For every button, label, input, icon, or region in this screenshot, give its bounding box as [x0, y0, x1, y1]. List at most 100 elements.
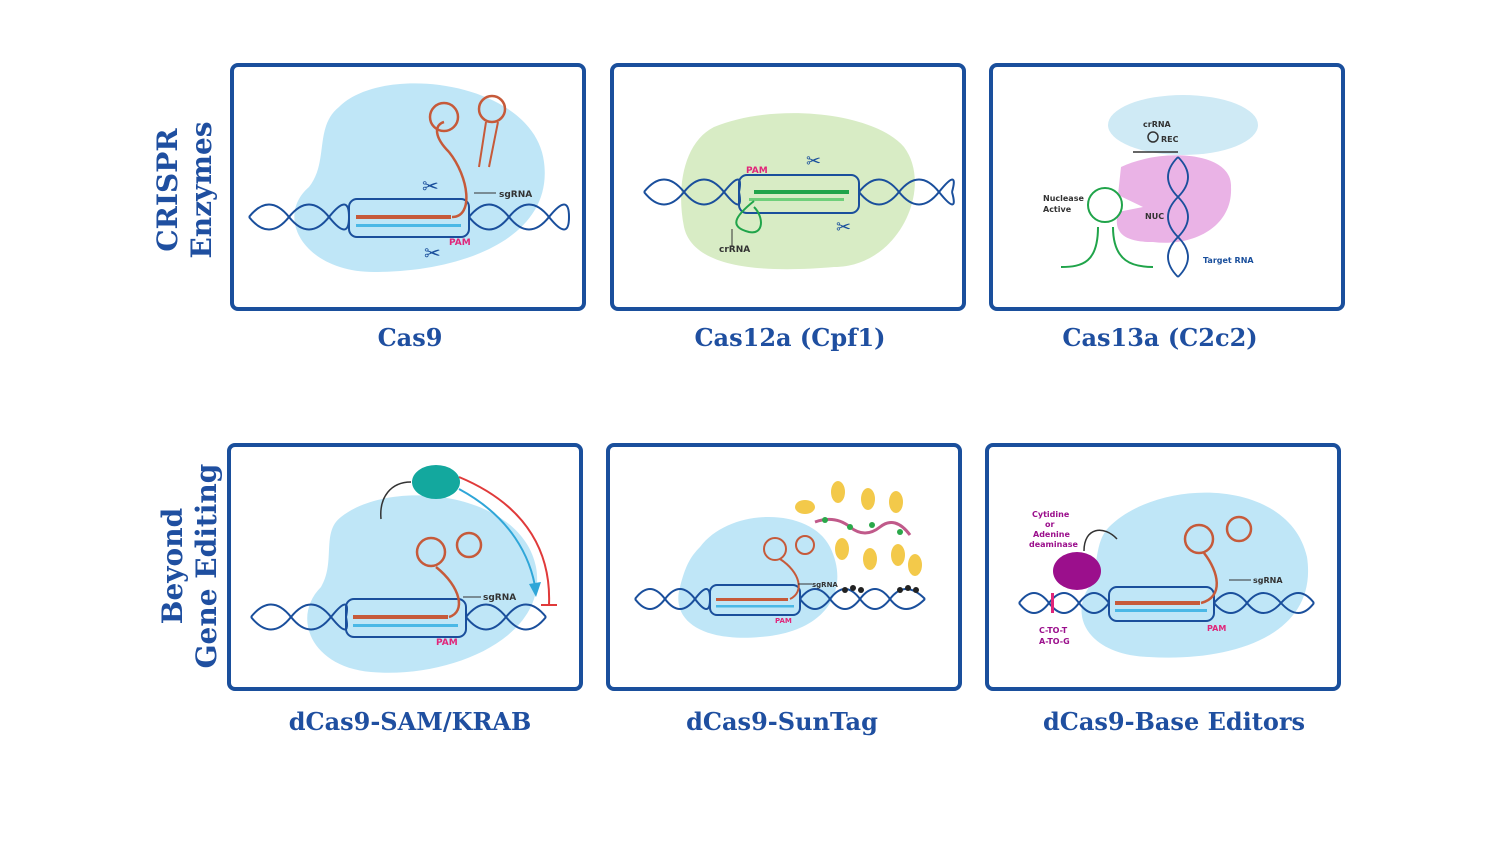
target-strand: [1115, 609, 1207, 612]
row-label-line: Enzymes: [185, 121, 218, 259]
pam-label: PAM: [449, 238, 471, 248]
sgrna-label: sgRNA: [483, 593, 516, 603]
target-rna-label: Target RNA: [1203, 256, 1254, 265]
dna-helix-right: [468, 203, 570, 231]
caption-dcas9-suntag: dCas9-SunTag: [686, 707, 878, 736]
target-strand: [749, 198, 844, 201]
crrna-hairpin: [735, 200, 762, 234]
dna-bubble: [348, 198, 470, 238]
panel-dcas9-sam-krab: sgRNA PAM: [227, 443, 583, 691]
deaminase-label: Cytidine: [1032, 510, 1070, 519]
guide-rna-strand: [1115, 601, 1200, 605]
panel-cas9: sgRNA PAM ✂ ✂: [230, 63, 586, 311]
a-to-g-label: A-TO-G: [1039, 637, 1070, 646]
crrna-label: crRNA: [719, 245, 750, 255]
row-label-beyond-gene-editing: Beyond Gene Editing: [156, 456, 224, 676]
activation-arrow: [458, 488, 537, 593]
caption-cas13a: Cas13a (C2c2): [1062, 323, 1258, 352]
dna-helix-left: [1018, 592, 1110, 614]
nuclease-label: Nuclease: [1043, 194, 1084, 203]
dna-helix-left: [248, 203, 350, 231]
sgrna-loop2-stem: [478, 121, 499, 168]
dna-bubble: [345, 598, 467, 638]
repression-arrow: [458, 476, 551, 606]
cas12a-diagram: crRNA PAM ✂ ✂: [643, 113, 955, 270]
activation-arrowhead: [529, 582, 541, 597]
nuc-domain: [1116, 155, 1232, 243]
dcas9-suntag-diagram: sgRNA PAM: [634, 481, 926, 638]
guide-rna-strand: [353, 615, 448, 619]
dcas9-protein-blob: [1081, 492, 1309, 658]
caption-cas12a: Cas12a (Cpf1): [694, 323, 886, 352]
sgrna-loop-2: [795, 535, 815, 555]
deaminase-label: deaminase: [1029, 540, 1078, 549]
dna-helix-right: [1213, 592, 1315, 614]
dna-helix-left: [250, 603, 348, 631]
sgrna-stem: [435, 120, 468, 219]
target-rna-helix: [1167, 156, 1189, 278]
row-label-line: Gene Editing: [190, 463, 223, 669]
scissors-icon: ✂: [806, 151, 821, 172]
rec-domain: [1108, 95, 1258, 155]
nuclease-loop: [1087, 187, 1123, 223]
dna-helix-right: [465, 603, 547, 631]
dcas9-base-editors-diagram: Cytidine or Adenine deaminase sgRNA PAM …: [1018, 492, 1315, 658]
row-label-crispr-enzymes: CRISPR Enzymes: [151, 90, 219, 290]
rec-label: REC: [1161, 135, 1179, 144]
sgrna-stem: [779, 558, 800, 600]
crrna-label: crRNA: [1143, 120, 1172, 129]
crrna-loop: [1147, 131, 1159, 143]
dna-helix-left: [634, 588, 711, 610]
edited-base-marker: [1051, 593, 1054, 613]
binding-dots: [842, 585, 919, 593]
sgrna-loop-2: [455, 531, 483, 559]
pam-label: PAM: [775, 617, 792, 625]
deaminase-linker: [1083, 529, 1118, 552]
deaminase-domain: [1053, 552, 1101, 590]
sgrna-stem: [435, 566, 461, 619]
target-strand: [353, 624, 458, 627]
guide-rna-strand: [356, 215, 451, 219]
caption-dcas9-sam-krab: dCas9-SAM/KRAB: [288, 707, 532, 736]
nuc-label: NUC: [1145, 212, 1164, 221]
cas13a-diagram: crRNA REC NUC Nuclease Active Target RNA: [1043, 95, 1258, 278]
scissors-icon: ✂: [422, 174, 439, 198]
crrna-strand: [754, 190, 849, 194]
pam-label: PAM: [1207, 624, 1226, 633]
cas9-protein-blob: [294, 83, 545, 272]
dna-helix-left: [643, 178, 741, 206]
dna-bubble: [738, 174, 860, 214]
sgrna-loop-1: [428, 101, 460, 133]
cas9-diagram: sgRNA PAM ✂ ✂: [248, 83, 570, 272]
dna-helix-right: [858, 178, 955, 206]
sgrna-loop-1: [1183, 523, 1215, 555]
dna-bubble: [709, 584, 801, 616]
suntag-peptide-array: [814, 517, 912, 536]
sgrna-label: sgRNA: [499, 190, 532, 200]
dcas9-sam-krab-diagram: sgRNA PAM: [250, 465, 557, 673]
sgrna-loop-1: [415, 536, 447, 568]
sgrna-loop-1: [763, 537, 787, 561]
c-to-t-label: C-TO-T: [1039, 626, 1068, 635]
nuclease-stem: [1060, 226, 1154, 268]
panel-cas13a: crRNA REC NUC Nuclease Active Target RNA: [989, 63, 1345, 311]
panel-dcas9-suntag: sgRNA PAM: [606, 443, 962, 691]
target-strand: [356, 224, 461, 227]
sgrna-label: sgRNA: [812, 581, 838, 589]
scissors-icon: ✂: [836, 217, 851, 238]
sgrna-loop-2: [477, 94, 507, 124]
guide-rna-strand: [716, 598, 788, 601]
suntag-antibodies: [795, 481, 922, 576]
deaminase-label: Adenine: [1033, 530, 1070, 539]
sgrna-stem: [1200, 552, 1218, 605]
deaminase-label: or: [1045, 520, 1054, 529]
dcas9-protein-blob: [678, 517, 838, 638]
panel-dcas9-base-editors: Cytidine or Adenine deaminase sgRNA PAM …: [985, 443, 1341, 691]
suntag-epitopes: [822, 517, 903, 535]
activator-linker: [380, 481, 412, 520]
caption-dcas9-base-editors: dCas9-Base Editors: [1042, 707, 1306, 736]
dna-bubble: [1108, 586, 1215, 622]
activator-domain: [412, 465, 460, 499]
row-label-line: CRISPR: [151, 128, 184, 252]
caption-cas9: Cas9: [377, 323, 443, 352]
